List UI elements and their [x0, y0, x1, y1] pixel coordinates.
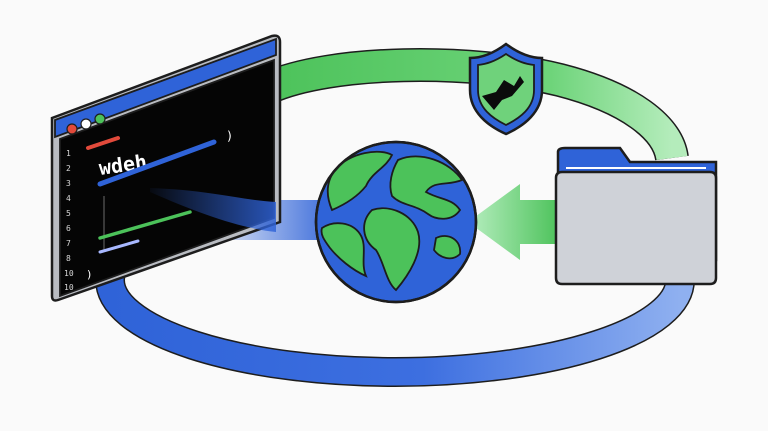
data-beam — [150, 188, 276, 232]
globe-icon — [314, 140, 478, 304]
code-line — [98, 239, 140, 254]
shield-cracked-icon — [468, 42, 544, 136]
line-number: 3 — [66, 179, 71, 188]
code-editor-window-icon: 1 2 3 4 5 6 7 8 10 10 wdeh ) ) — [50, 34, 282, 302]
arrow-left-icon — [468, 184, 560, 260]
closing-brace: ) — [226, 129, 233, 143]
line-numbers: 1 2 3 4 5 6 7 8 10 10 — [64, 149, 74, 292]
code-line — [86, 136, 120, 150]
closing-brace: ) — [86, 268, 93, 281]
window-maximize-dot — [94, 113, 106, 125]
line-number: 1 — [66, 149, 71, 158]
window-controls — [66, 113, 106, 135]
window-close-dot — [66, 123, 78, 135]
line-number: 10 — [64, 269, 74, 278]
line-number: 5 — [66, 209, 71, 218]
folder-icon — [554, 146, 718, 286]
line-number: 4 — [66, 194, 71, 203]
code-line — [98, 210, 192, 240]
line-number: 2 — [66, 164, 71, 173]
window-minimize-dot — [80, 118, 92, 130]
line-number: 10 — [64, 283, 74, 292]
line-number: 6 — [66, 224, 71, 233]
line-number: 8 — [66, 254, 71, 263]
line-number: 7 — [66, 239, 71, 248]
code-line — [97, 139, 217, 187]
